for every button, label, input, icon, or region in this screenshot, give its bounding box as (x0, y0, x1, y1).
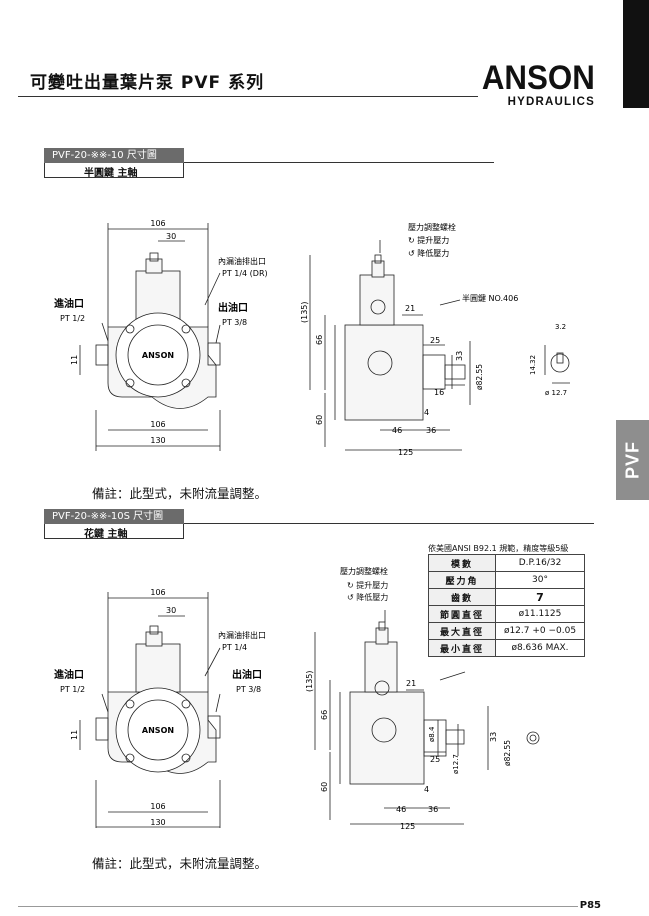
spec-caption: 依美國ANSI B92.1 規範，精度等級5級 (428, 544, 569, 553)
s2-inlet-label: 進油口 (54, 668, 84, 681)
brand-subtitle: HYDRAULICS (507, 96, 595, 108)
s2-drain-size: PT 1/4 (222, 643, 247, 652)
s2-increase-label: ↻ 提升壓力 (347, 581, 389, 590)
page-title: 可變吐出量葉片泵 PVF 系列 (30, 73, 265, 93)
s1-dim-shaft: ø82.55 (475, 364, 484, 390)
s2-dim-30: 30 (166, 606, 176, 615)
s1-dim-60: 60 (315, 415, 324, 425)
s2-drain-label: 內漏油排出口 (218, 630, 266, 640)
s1-outlet-label: 出油口 (218, 301, 248, 314)
s2-dim-135: (135) (305, 670, 314, 692)
section1-drawing: ANSON 106 30 106 130 11 內漏油排出口 PT 1/4 (D… (54, 219, 570, 457)
pump1-front-logo: ANSON (142, 351, 174, 360)
spec-value: ø8.636 MAX. (495, 639, 585, 657)
s1-adjust-label: 壓力調整螺栓 (408, 222, 456, 232)
section1-title: PVF-20-※※-10 尺寸圖 (44, 148, 184, 163)
s2-decrease-text: 降低壓力 (356, 593, 389, 602)
section1-subtitle-box (44, 163, 184, 178)
s1-dim-21: 21 (405, 304, 415, 313)
brand-logo: ANSON (482, 59, 595, 97)
s1-dim-130: 130 (150, 436, 165, 445)
s2-dim-127: ø12.7 (452, 754, 460, 774)
s2-adjust-label: 壓力調整螺栓 (340, 566, 388, 576)
section1-rule (184, 162, 494, 163)
s2-dim-130: 130 (150, 818, 165, 827)
s2-dim-11: 11 (70, 730, 79, 740)
s1-drain-size: PT 1/4 (DR) (222, 269, 268, 278)
spec-key: 模數 (428, 554, 496, 572)
s1-dim-36: 36 (426, 426, 436, 435)
s2-dim-shaft: ø82.55 (503, 740, 512, 766)
side-tab-label: PVF (622, 440, 642, 480)
s2-dim-46: 46 (396, 805, 406, 814)
s2-dim-36: 36 (428, 805, 438, 814)
s2-dim-4: 4 (424, 785, 429, 794)
s1-dim-33: 33 (455, 351, 464, 361)
s2-dim-33: 33 (489, 732, 498, 742)
s1-inlet-label: 進油口 (54, 297, 84, 310)
spec-key: 最小直徑 (428, 639, 496, 657)
s1-key-dim-h: 14.32 (529, 355, 537, 375)
s1-inlet-size: PT 1/2 (60, 314, 85, 323)
s2-dim-66: 66 (320, 710, 329, 720)
s2-dim-60: 60 (320, 782, 329, 792)
section2-title: PVF-20-※※-10S 尺寸圖 (44, 509, 184, 524)
s1-key-dim-w: 3.2 (555, 323, 566, 331)
s1-dim-25: 25 (430, 336, 440, 345)
s1-outlet-size: PT 3/8 (222, 318, 247, 327)
side-tab: PVF (616, 420, 649, 500)
s1-dim-16: 16 (434, 388, 444, 397)
section2-drawing: ANSON 106 30 106 130 11 內漏油排出口 PT 1/4 進油… (54, 566, 540, 831)
spec-key: 節圓直徑 (428, 605, 496, 623)
section1-note: 備註：此型式，未附流量調整。 (92, 486, 268, 501)
pump2-front-logo: ANSON (142, 726, 174, 735)
s2-outlet-size: PT 3/8 (236, 685, 261, 694)
section2-rule (184, 523, 594, 524)
s2-inlet-size: PT 1/2 (60, 685, 85, 694)
s2-dim-21: 21 (406, 679, 416, 688)
s2-dim-25: 25 (430, 755, 440, 764)
spec-value: D.P.16/32 (495, 554, 585, 572)
s2-outlet-label: 出油口 (232, 668, 262, 681)
section2-note: 備註：此型式，未附流量調整。 (92, 856, 268, 871)
s2-increase-text: 提升壓力 (356, 581, 389, 590)
footer-rule (18, 906, 588, 907)
spec-key: 齒數 (428, 588, 496, 606)
s1-decrease-label: ↺ 降低壓力 (408, 248, 449, 258)
s2-dim-84: ø8.4 (428, 726, 436, 742)
section2-subtitle: 花鍵 主軸 (84, 529, 128, 540)
s2-decrease-label: ↺ 降低壓力 (347, 593, 389, 602)
title-rule (18, 96, 478, 97)
s1-key-dim-d: ø 12.7 (545, 389, 567, 397)
s1-dim-106-top: 106 (150, 219, 165, 228)
s1-dim-11: 11 (70, 355, 79, 365)
s2-dim-106-bottom: 106 (150, 802, 165, 811)
s1-dim-106-bottom: 106 (150, 420, 165, 429)
s1-dim-30: 30 (166, 232, 176, 241)
s1-dim-4: 4 (424, 408, 429, 417)
s1-dim-135: (135) (300, 301, 309, 323)
section2-subtitle-box (44, 524, 184, 539)
s1-drain-label: 內漏油排出口 (218, 256, 266, 266)
corner-bar (623, 0, 649, 108)
s1-dim-125: 125 (398, 448, 413, 457)
s1-dim-46: 46 (392, 426, 402, 435)
page-number: P85 (577, 900, 603, 911)
section1-subtitle: 半圓鍵 主軸 (84, 168, 138, 179)
s2-dim-125: 125 (400, 822, 415, 831)
s1-increase-label: ↻ 提升壓力 (408, 235, 449, 245)
s2-dim-106-top: 106 (150, 588, 165, 597)
s1-key-label: 半圓鍵 NO.406 (462, 293, 518, 303)
s1-dim-66: 66 (315, 335, 324, 345)
